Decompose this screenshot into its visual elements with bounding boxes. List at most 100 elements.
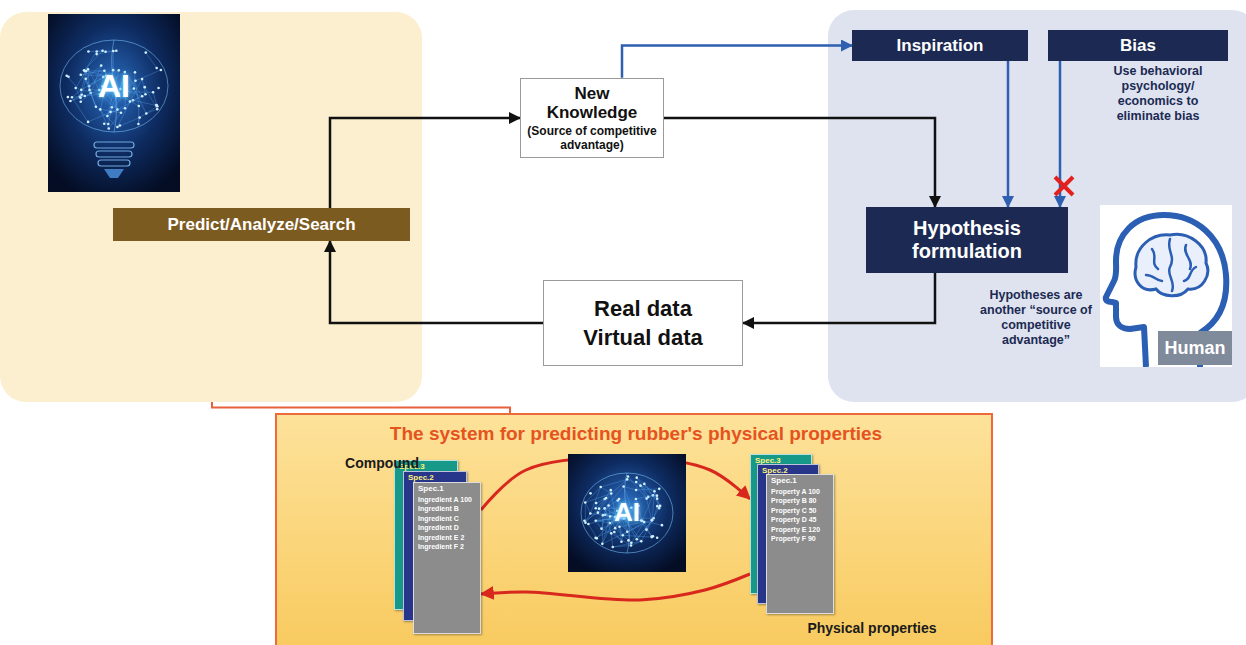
network-link <box>597 517 615 538</box>
bulb-ring <box>96 151 132 157</box>
network-dot <box>626 530 629 533</box>
network-link <box>596 498 606 508</box>
network-dot <box>589 492 592 495</box>
brain-network <box>581 473 673 553</box>
bulb-base <box>94 142 134 178</box>
network-link <box>135 81 138 106</box>
network-dot <box>639 484 642 487</box>
table-row: Ingredient B <box>418 504 476 513</box>
network-dot <box>627 539 630 542</box>
network-dot <box>141 95 144 98</box>
network-dot <box>107 127 110 130</box>
table-row: Ingredient D <box>418 523 476 532</box>
network-dot <box>87 50 90 53</box>
network-link <box>613 545 631 547</box>
network-dot <box>656 536 659 539</box>
human-icon: Human <box>1100 205 1232 367</box>
network-dot <box>157 87 160 90</box>
text-slot: Human <box>1158 331 1232 365</box>
network-dot <box>635 538 638 541</box>
inspiration-arrow <box>1007 61 1010 207</box>
table-row: Property F 90 <box>771 534 829 543</box>
table-row: Property A 100 <box>771 487 829 496</box>
network-dot <box>155 67 158 70</box>
network-dot <box>645 528 648 531</box>
network-link <box>153 92 157 105</box>
network-dot <box>145 112 148 115</box>
network-dot <box>144 51 147 54</box>
network-dot <box>596 537 599 540</box>
process-box: Bias <box>1048 30 1228 61</box>
text-stack: AI <box>48 14 180 192</box>
network-link <box>81 90 100 94</box>
network-link <box>640 486 646 499</box>
bulb-tip <box>104 169 124 178</box>
text-slot: Use behavioral psychology/ economics to … <box>1097 64 1219 124</box>
network-link <box>596 498 606 503</box>
text-stack: Inspiration <box>852 30 1028 61</box>
node-text: Inspiration <box>897 36 984 56</box>
knowledge-box: New Knowledge(Source of competitive adva… <box>520 78 664 159</box>
text-stack: Predict/Analyze/Search <box>113 208 410 241</box>
box-title: The system for predicting rubber's physi… <box>291 423 981 445</box>
network-dot <box>79 73 82 76</box>
network-link <box>644 522 652 537</box>
network-link <box>130 94 146 101</box>
network-link <box>637 478 657 496</box>
spec-label: Spec.1 <box>418 484 476 495</box>
network-dot <box>622 485 625 488</box>
network-dot <box>100 64 103 67</box>
network-dot <box>609 489 612 492</box>
network-dot <box>610 492 613 495</box>
network-dot <box>103 122 106 125</box>
network-dot <box>115 49 118 52</box>
ai-image: AI <box>568 454 686 572</box>
node-text: Predict/Analyze/Search <box>167 215 355 235</box>
network-dot <box>109 111 112 114</box>
network-link <box>72 97 88 122</box>
network-dot <box>650 519 653 522</box>
network-link <box>67 76 85 96</box>
note-text: Human <box>1164 338 1225 359</box>
network-link <box>654 491 659 508</box>
node-text: Real data <box>594 296 692 321</box>
table-row: Ingredient C <box>418 514 476 523</box>
network-dot <box>626 478 629 481</box>
network-dot <box>605 497 608 500</box>
network-dot <box>650 536 653 539</box>
network-dot <box>124 107 127 110</box>
network-link <box>631 541 641 545</box>
network-dot <box>134 71 137 74</box>
network-dot <box>609 515 612 518</box>
network-dot <box>120 111 123 114</box>
network-dot <box>112 50 115 53</box>
network-dot <box>640 540 643 543</box>
network-dot <box>594 507 597 510</box>
network-dot <box>69 100 72 103</box>
network-dot <box>144 93 147 96</box>
table-row: Ingredient E 2 <box>418 533 476 542</box>
network-link <box>135 70 160 81</box>
network-dot <box>589 512 592 515</box>
network-dot <box>84 77 87 80</box>
flow-arrow <box>743 273 935 323</box>
network-dot <box>584 501 587 504</box>
network-dot <box>656 505 659 508</box>
node-text: Hypothesis formulation <box>872 217 1062 263</box>
link-line <box>212 402 510 413</box>
network-link <box>109 113 121 129</box>
network-link <box>628 476 647 498</box>
ai-image: AI <box>48 14 180 192</box>
ai-panel: AI Predict/Analyze/Search <box>0 12 422 402</box>
network-link <box>647 499 652 520</box>
network-dot <box>611 546 614 549</box>
table-row: Ingredient F 2 <box>418 542 476 551</box>
human-panel: Inspiration BiasHypothesis formulationHum… <box>828 10 1246 402</box>
network-dot <box>65 74 68 77</box>
network-dot <box>87 121 90 124</box>
network-link <box>585 487 600 502</box>
network-link <box>588 524 596 538</box>
node-text: (Source of competitive advantage) <box>527 125 657 153</box>
network-dot <box>156 108 159 111</box>
network-dot <box>119 124 122 127</box>
